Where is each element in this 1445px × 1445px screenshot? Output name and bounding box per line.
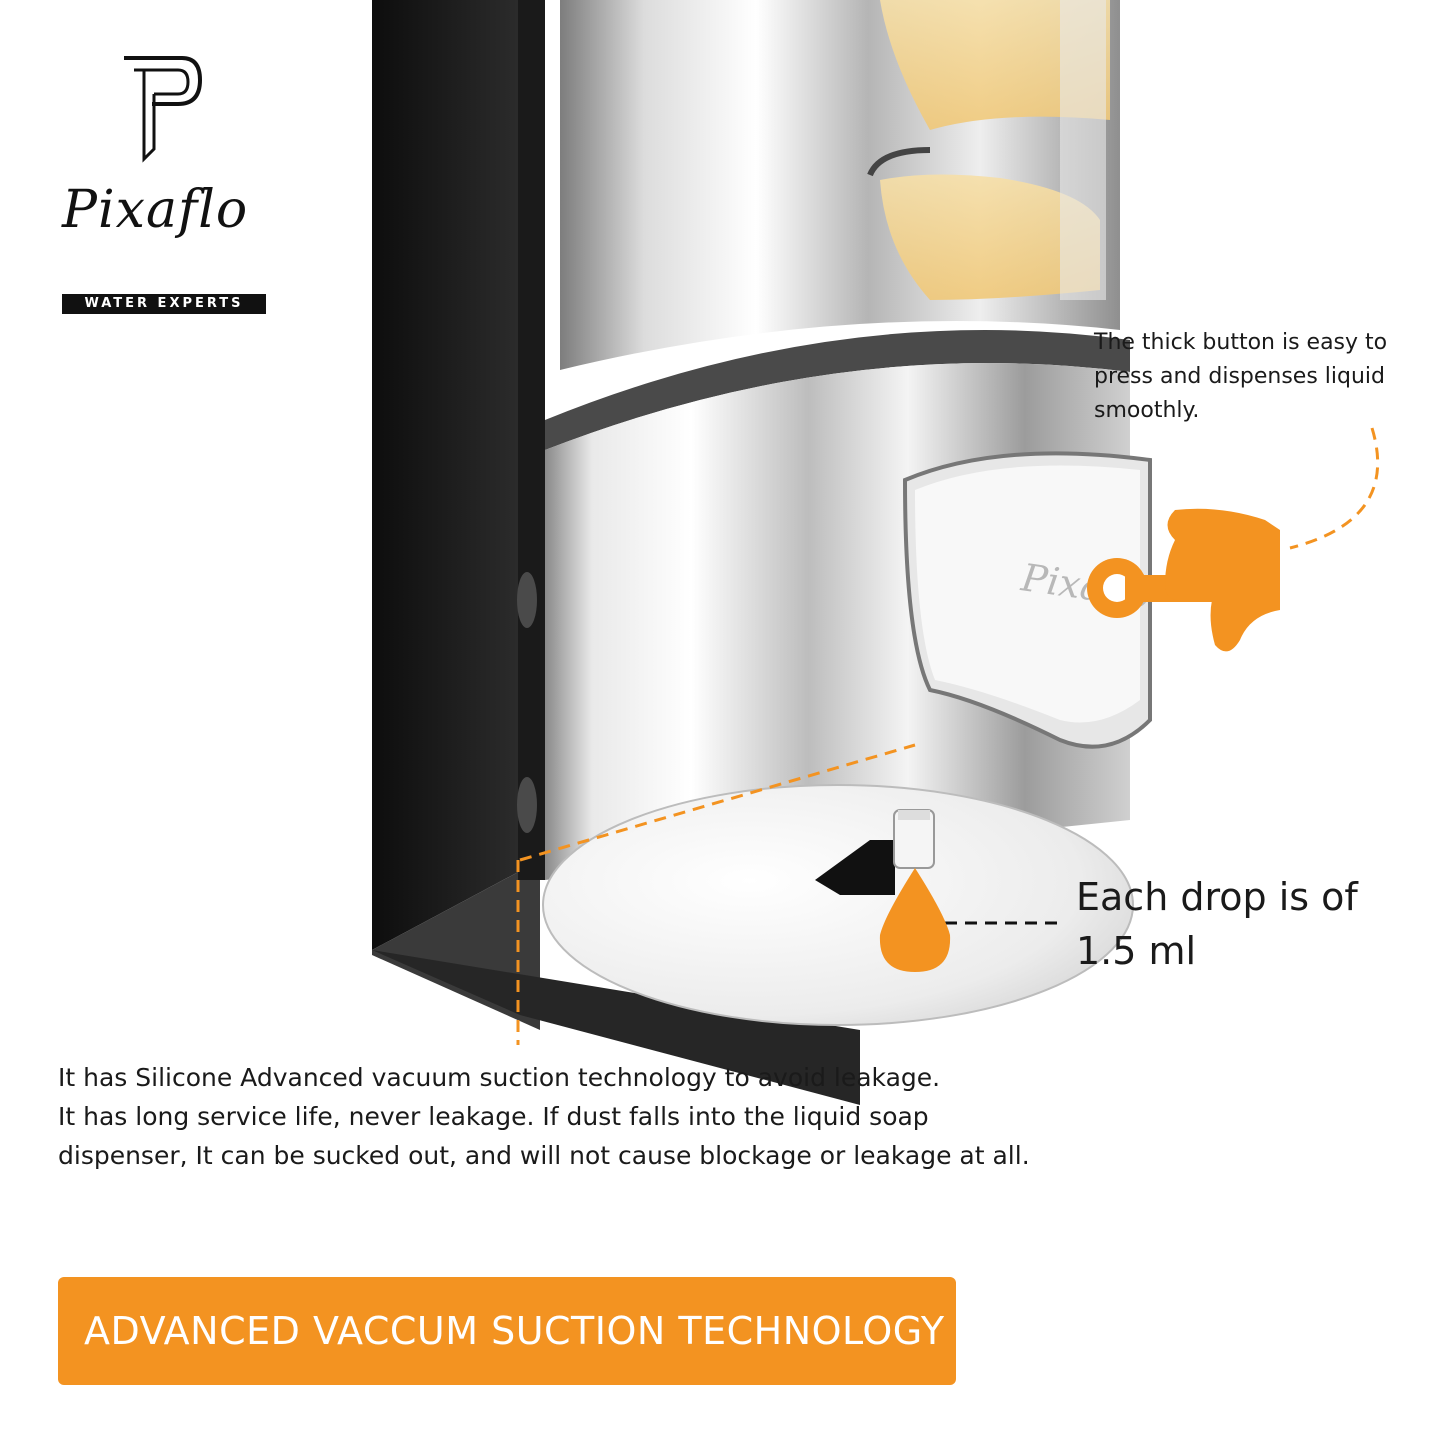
thumb-press-icon <box>1087 508 1280 652</box>
description-line-1: It has Silicone Advanced vacuum suction … <box>58 1063 941 1092</box>
liquid-drop-icon <box>879 868 951 972</box>
feature-description: It has Silicone Advanced vacuum suction … <box>58 1058 1118 1175</box>
button-callout-text: The thick button is easy to press and di… <box>1094 330 1388 423</box>
banner-title: ADVANCED VACCUM SUCTION TECHNOLOGY <box>84 1309 945 1353</box>
drop-callout-line2: 1.5 ml <box>1076 929 1197 973</box>
brand-wordmark: Pixaflo <box>62 180 249 240</box>
dispenser-upper-body <box>560 0 1120 370</box>
brand-logo: Pixaflo WATER EXPERTS <box>58 50 278 314</box>
logo-p-mark-icon <box>124 56 202 163</box>
drop-callout-text: Each drop is of 1.5 ml <box>1076 870 1406 978</box>
push-button: Pixaflo <box>902 451 1154 749</box>
drop-callout-line1: Each drop is of <box>1076 875 1358 919</box>
feature-banner: ADVANCED VACCUM SUCTION TECHNOLOGY <box>58 1277 956 1385</box>
description-line-2: It has long service life, never leakage.… <box>58 1102 929 1131</box>
brand-tagline: WATER EXPERTS <box>62 294 266 314</box>
divider-ring <box>545 330 1130 450</box>
wall-bracket <box>372 0 860 1105</box>
callout-lines <box>516 427 1380 1045</box>
description-line-3: dispenser, It can be sucked out, and wil… <box>58 1141 1030 1170</box>
